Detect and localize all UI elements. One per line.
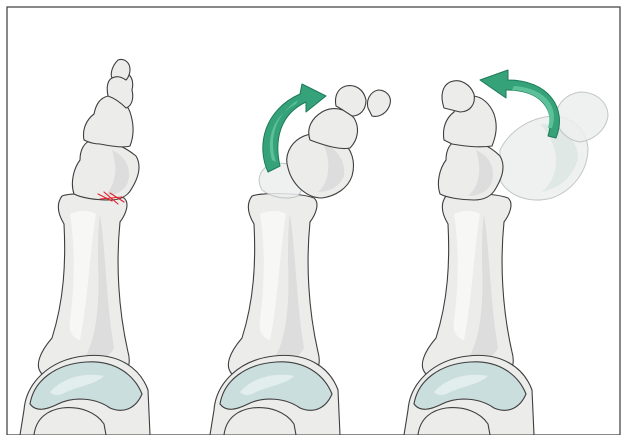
panel-reduction: [404, 70, 608, 435]
panel-dorsal-rotation: [210, 84, 390, 435]
panel-fracture: [20, 59, 150, 435]
